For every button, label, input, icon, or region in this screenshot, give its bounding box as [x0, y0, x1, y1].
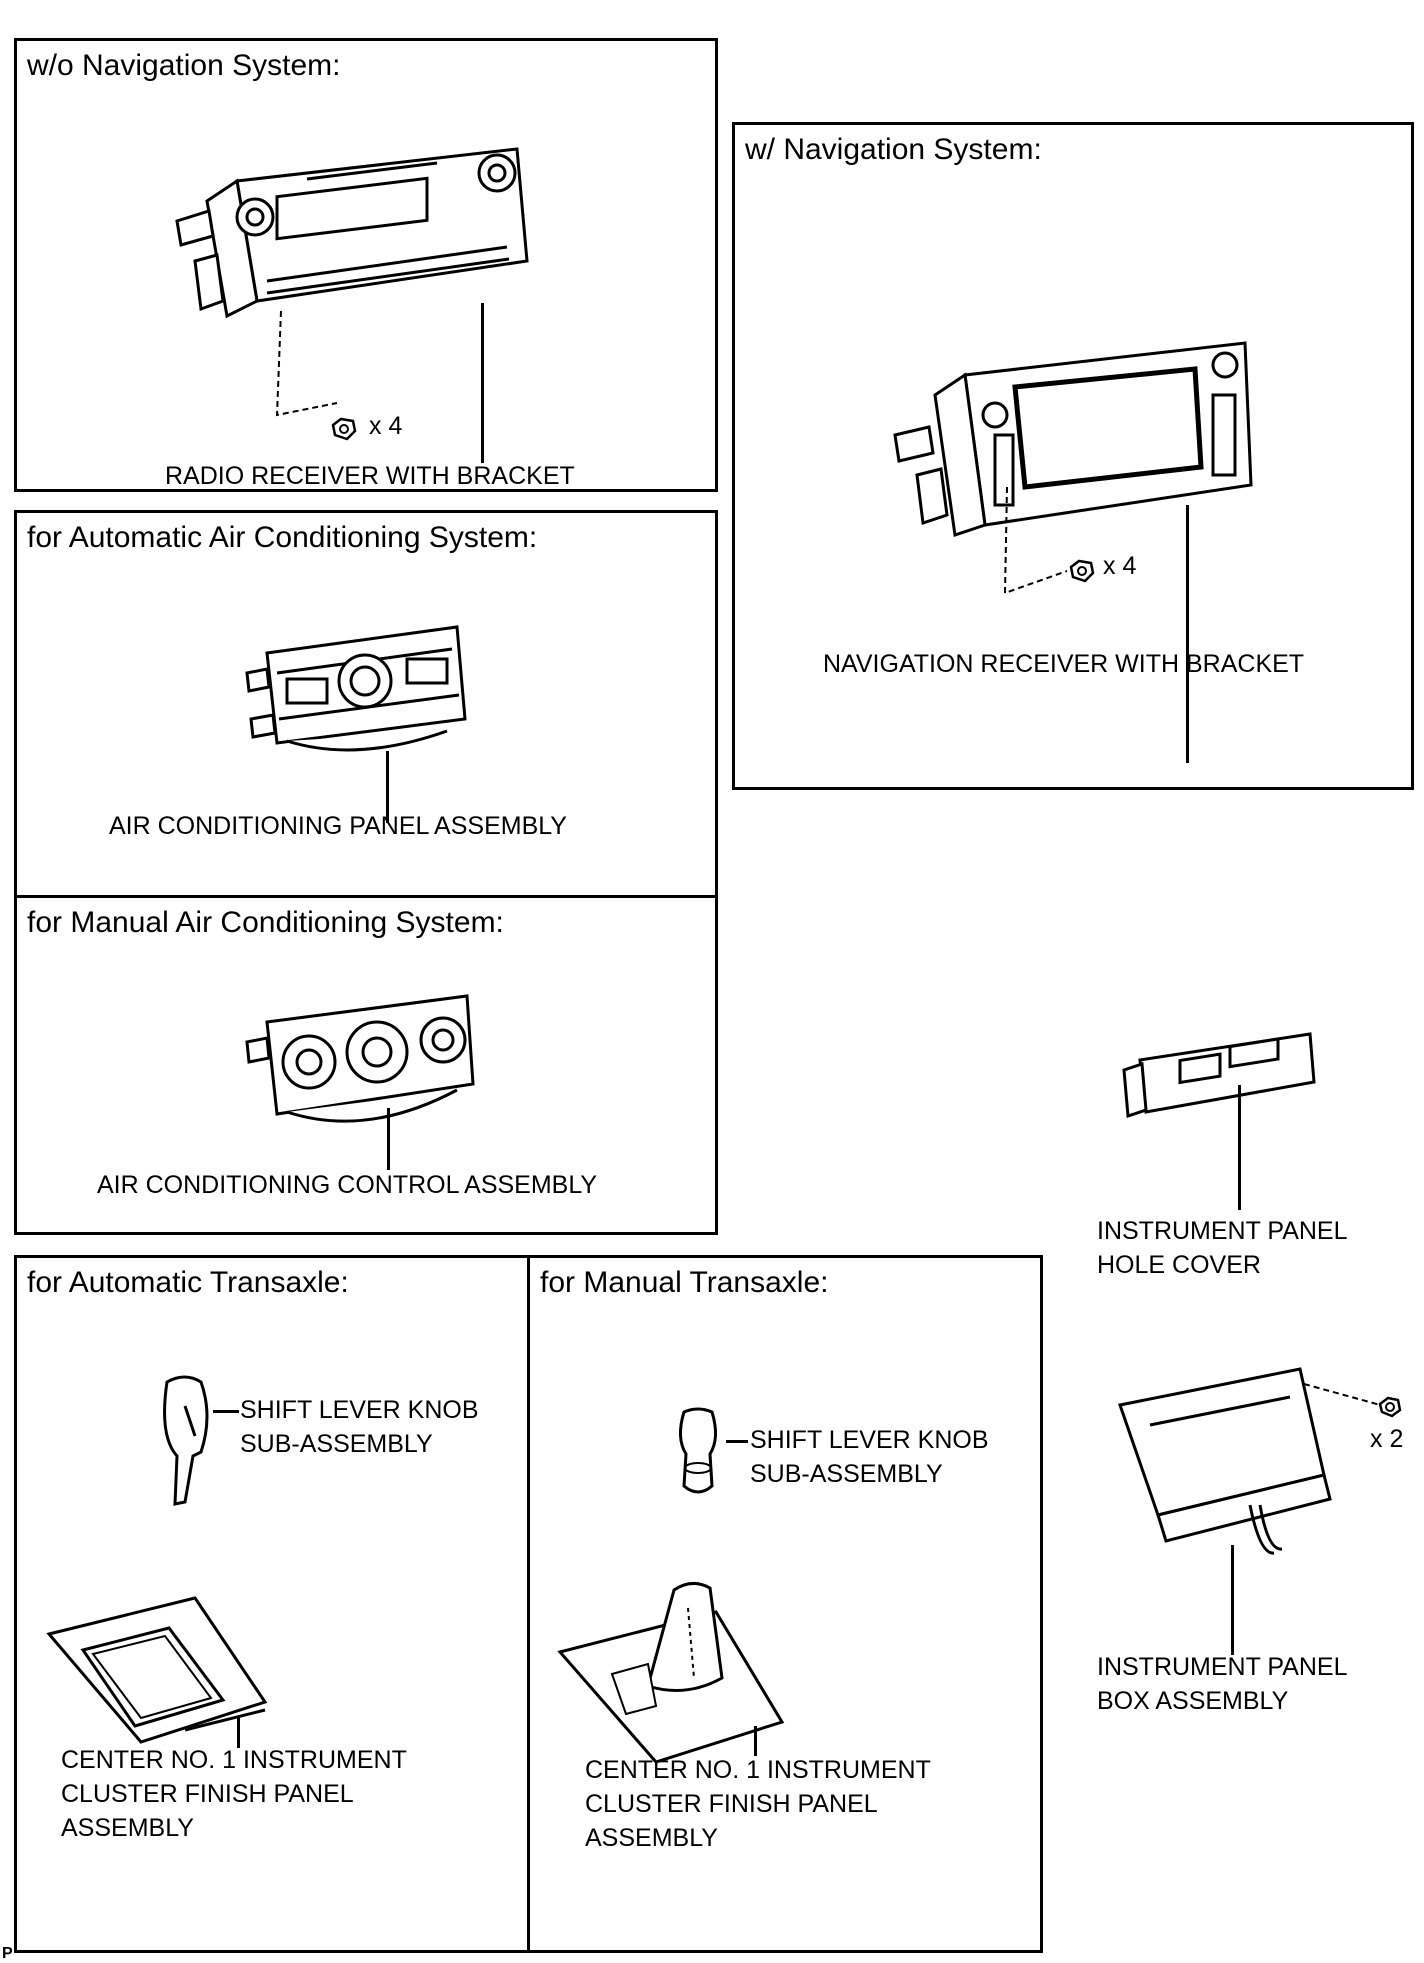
section-without-navigation: w/o Navigation System: x 4 RADIO RECEIVE… [14, 38, 718, 492]
shift-knob-label: SHIFT LEVER KNOB SUB-ASSEMBLY [240, 1396, 479, 1458]
leader-line [726, 1440, 748, 1443]
instrument-panel-box-label: INSTRUMENT PANEL BOX ASSEMBLY [1097, 1653, 1348, 1715]
footer-code: P [2, 1945, 13, 1962]
section-title: w/ Navigation System: [745, 133, 1042, 166]
ac-control-label: AIR CONDITIONING CONTROL ASSEMBLY [97, 1171, 598, 1199]
screw-count: x 4 [1103, 552, 1137, 580]
leader-line [237, 1718, 240, 1748]
screw-leader-lines [1003, 486, 1068, 595]
leader-line [213, 1410, 239, 1413]
radio-receiver-label: RADIO RECEIVER WITH BRACKET [165, 462, 575, 490]
section-manual-transaxle: for Manual Transaxle: SHIFT LEVER KNOB S… [527, 1255, 1043, 1953]
section-with-navigation: w/ Navigation System: x 4 NAVIGATION REC… [732, 122, 1414, 790]
navigation-receiver-label: NAVIGATION RECEIVER WITH BRACKET [823, 650, 1305, 678]
hole-cover-label: INSTRUMENT PANEL HOLE COVER [1097, 1217, 1348, 1279]
section-title: for Automatic Transaxle: [27, 1266, 349, 1299]
leader-line [1238, 1085, 1241, 1210]
box-screw-leader-line [1303, 1383, 1385, 1407]
leader-line [754, 1726, 757, 1756]
shift-knob-illustration [679, 1407, 717, 1494]
navigation-receiver-illustration [893, 341, 1253, 537]
section-automatic-transaxle: for Automatic Transaxle: SHIFT LEVER KNO… [14, 1255, 530, 1953]
leader-line [1186, 505, 1189, 763]
section-automatic-ac: for Automatic Air Conditioning System: A… [14, 510, 718, 898]
instrument-panel-box-illustration [1118, 1367, 1332, 1555]
leader-line [481, 303, 484, 463]
screw-count: x 4 [369, 412, 403, 440]
ac-panel-illustration [245, 625, 467, 752]
radio-receiver-illustration [175, 147, 529, 319]
section-manual-ac: for Manual Air Conditioning System: AIR … [14, 895, 718, 1235]
ac-panel-label: AIR CONDITIONING PANEL ASSEMBLY [109, 812, 567, 840]
leader-line [387, 1108, 390, 1170]
finish-panel-label: CENTER NO. 1 INSTRUMENT CLUSTER FINISH P… [585, 1756, 931, 1852]
screw-icon [1069, 559, 1095, 583]
section-title: for Manual Transaxle: [540, 1266, 829, 1299]
shift-knob-label: SHIFT LEVER KNOB SUB-ASSEMBLY [750, 1426, 989, 1488]
screw-leader-lines [275, 310, 338, 417]
screw-icon [1378, 1396, 1402, 1418]
shift-knob-illustration [163, 1375, 209, 1506]
instrument-panel-hole-cover-illustration [1122, 1032, 1316, 1119]
box-screw-count: x 2 [1370, 1425, 1404, 1453]
section-title: for Manual Air Conditioning System: [27, 906, 504, 939]
section-title: w/o Navigation System: [27, 49, 341, 82]
ac-control-illustration [245, 994, 475, 1123]
finish-panel-label: CENTER NO. 1 INSTRUMENT CLUSTER FINISH P… [61, 1746, 407, 1842]
finish-panel-with-boot-illustration [557, 1582, 785, 1764]
leader-line [386, 751, 389, 823]
finish-panel-illustration [46, 1596, 268, 1744]
leader-line [1231, 1545, 1234, 1655]
screw-icon [331, 417, 357, 441]
section-title: for Automatic Air Conditioning System: [27, 521, 538, 554]
